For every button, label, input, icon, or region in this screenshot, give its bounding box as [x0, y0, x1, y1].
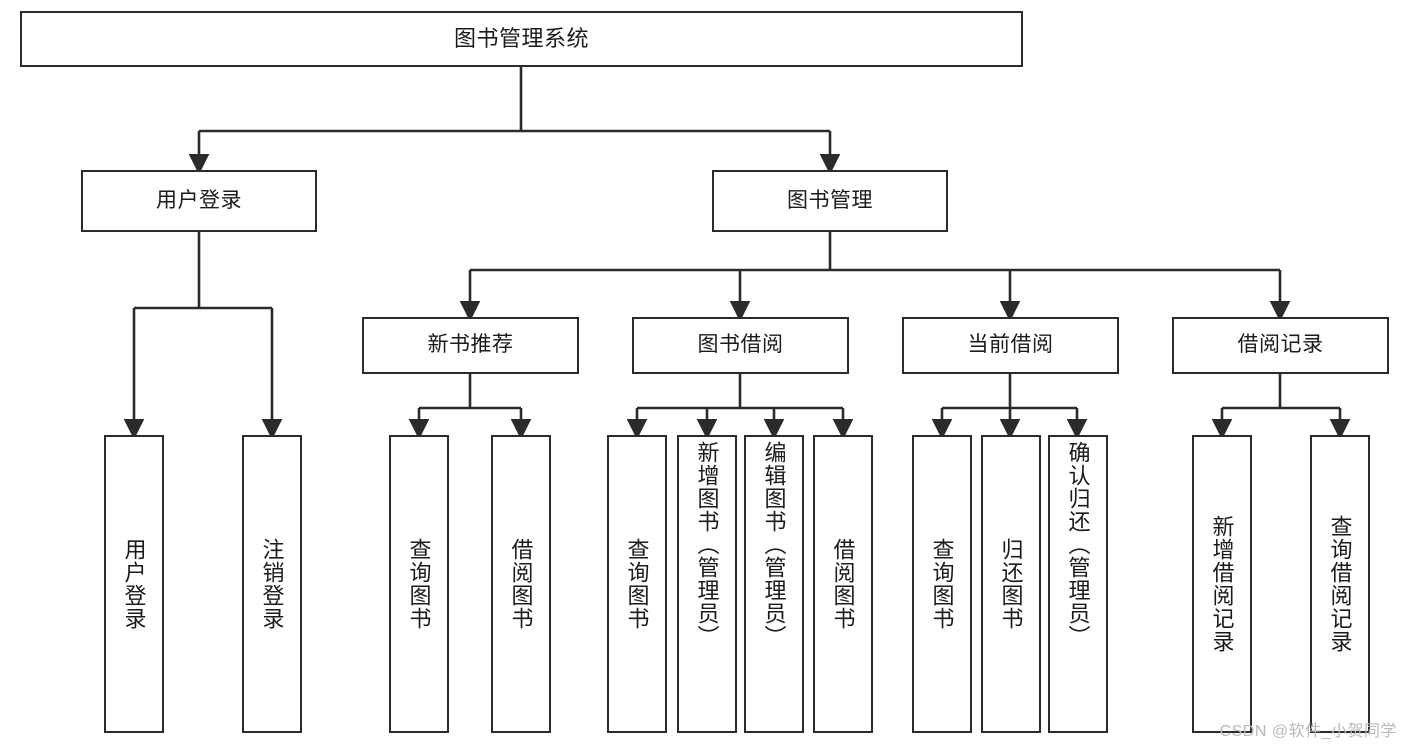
node-label: 借阅图书	[830, 538, 856, 630]
node-leaf-query-book-current[interactable]: 查询图书	[912, 435, 972, 733]
node-leaf-borrow-book[interactable]: 借阅图书	[813, 435, 873, 733]
node-leaf-return-book[interactable]: 归还图书	[981, 435, 1041, 733]
node-label: 注销登录	[259, 538, 285, 630]
node-label: 图书管理	[787, 188, 873, 212]
node-label: 图书管理系统	[453, 26, 589, 52]
node-borrow-record[interactable]: 借阅记录	[1172, 317, 1389, 374]
node-leaf-add-book[interactable]: 新增图书（管理员）	[677, 435, 737, 733]
node-user-login[interactable]: 用户登录	[81, 170, 317, 232]
node-label: 用户登录	[156, 188, 242, 212]
node-leaf-query-borrow-record[interactable]: 查询借阅记录	[1310, 435, 1370, 733]
node-root-book-management-system[interactable]: 图书管理系统	[20, 11, 1023, 67]
node-label: 新增借阅记录	[1209, 515, 1235, 653]
node-label: 新增图书（管理员）	[694, 441, 720, 648]
node-label: 查询图书	[624, 538, 650, 630]
node-label: 新书推荐	[427, 333, 514, 357]
node-label: 查询图书	[929, 538, 955, 630]
node-label: 图书借阅	[697, 333, 784, 357]
node-leaf-query-book-recommend[interactable]: 查询图书	[389, 435, 449, 733]
node-label: 查询图书	[406, 538, 432, 630]
node-current-borrow[interactable]: 当前借阅	[902, 317, 1119, 374]
node-label: 查询借阅记录	[1327, 515, 1353, 653]
node-new-book-recommend[interactable]: 新书推荐	[362, 317, 579, 374]
csdn-watermark: CSDN @软件_小贺同学	[1219, 723, 1397, 740]
node-leaf-borrow-book-recommend[interactable]: 借阅图书	[491, 435, 551, 733]
node-leaf-user-login[interactable]: 用户登录	[104, 435, 164, 733]
node-leaf-query-book-borrow[interactable]: 查询图书	[607, 435, 667, 733]
node-label: 借阅图书	[508, 538, 534, 630]
node-label: 借阅记录	[1237, 333, 1324, 357]
node-label: 确认归还（管理员）	[1065, 441, 1091, 648]
node-book-borrow[interactable]: 图书借阅	[632, 317, 849, 374]
node-book-management[interactable]: 图书管理	[712, 170, 948, 232]
node-leaf-edit-book[interactable]: 编辑图书（管理员）	[744, 435, 804, 733]
node-leaf-confirm-return[interactable]: 确认归还（管理员）	[1048, 435, 1108, 733]
node-label: 归还图书	[998, 538, 1024, 630]
node-label: 用户登录	[121, 538, 147, 630]
node-label: 当前借阅	[967, 333, 1054, 357]
node-leaf-add-borrow-record[interactable]: 新增借阅记录	[1192, 435, 1252, 733]
node-label: 编辑图书（管理员）	[761, 441, 787, 648]
node-leaf-logout[interactable]: 注销登录	[242, 435, 302, 733]
